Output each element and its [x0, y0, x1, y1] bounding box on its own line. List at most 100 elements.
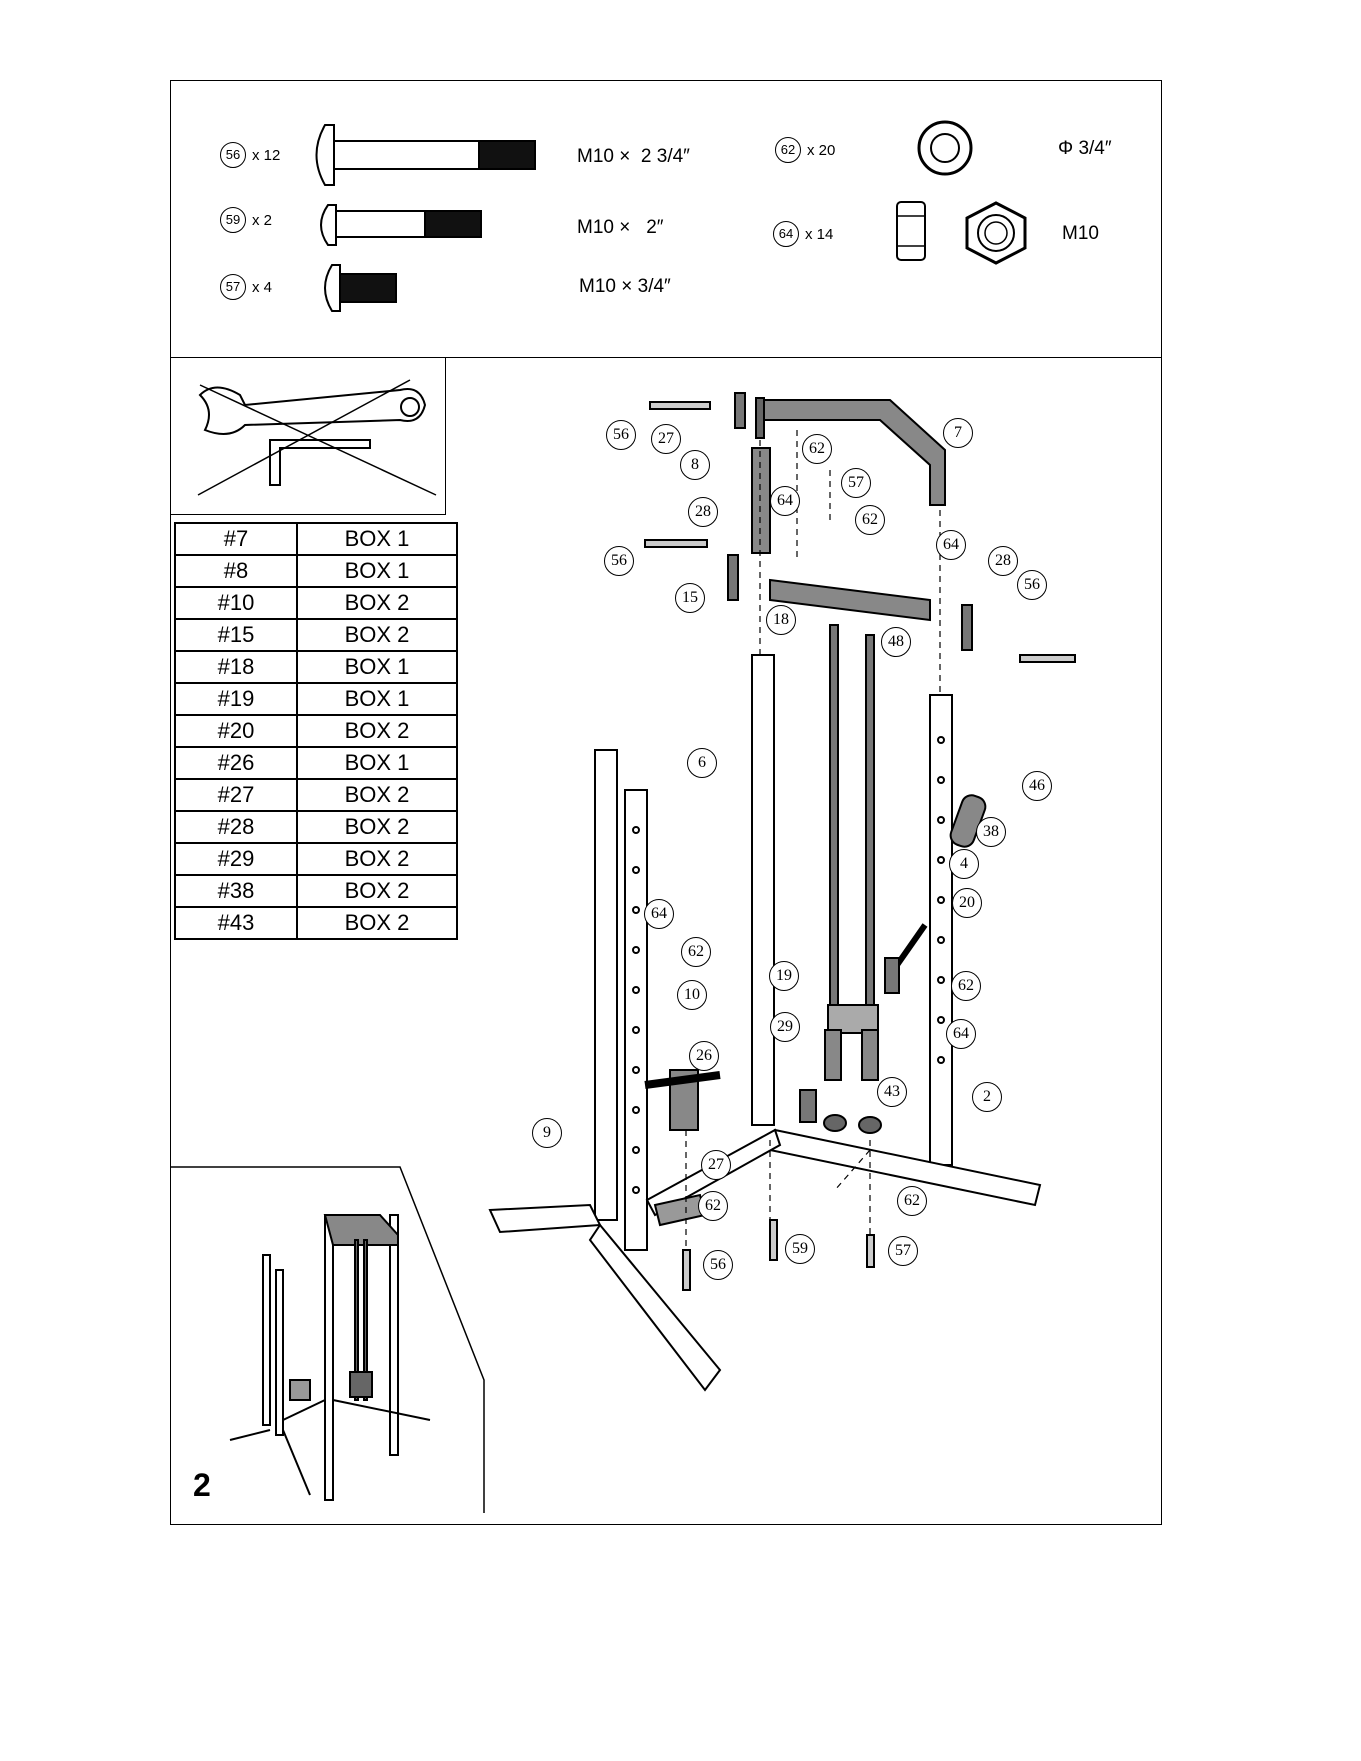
- callout-part-57: 57: [888, 1236, 918, 1266]
- callout-part-7: 7: [943, 418, 973, 448]
- part-cell: #28: [174, 810, 298, 844]
- callout-part-62: 62: [681, 937, 711, 967]
- box-cell: BOX 2: [296, 778, 458, 812]
- part-cell: #10: [174, 586, 298, 620]
- callout-part-28: 28: [988, 546, 1018, 576]
- bolt-57-icon: [324, 264, 397, 312]
- part-cell: #15: [174, 618, 298, 652]
- hardware-qty: 2: [263, 211, 273, 229]
- hardware-divider: [170, 357, 1162, 358]
- part-cell: #26: [174, 746, 298, 780]
- box-cell: BOX 2: [296, 586, 458, 620]
- callout-part-27: 27: [651, 424, 681, 454]
- callout-part-27: 27: [701, 1150, 731, 1180]
- part-cell: #8: [174, 554, 298, 588]
- callout-part-9: 9: [532, 1118, 562, 1148]
- box-cell: BOX 2: [296, 618, 458, 652]
- part-cell: #27: [174, 778, 298, 812]
- spec-64: M10: [1062, 223, 1099, 244]
- callout-part-56: 56: [703, 1250, 733, 1280]
- callout-part-62: 62: [802, 434, 832, 464]
- step-number: 2: [193, 1467, 211, 1503]
- part-cell: #19: [174, 682, 298, 716]
- box-cell: BOX 2: [296, 714, 458, 748]
- callout-part-64: 64: [936, 530, 966, 560]
- callout-part-18: 18: [766, 605, 796, 635]
- part-cell: #43: [174, 906, 298, 940]
- box-cell: BOX 1: [296, 522, 458, 556]
- callout-part-56: 56: [604, 546, 634, 576]
- callout-part-6: 6: [687, 748, 717, 778]
- box-cell: BOX 1: [296, 682, 458, 716]
- wrench-icon: [198, 386, 427, 435]
- part-number: 56: [220, 142, 246, 168]
- hardware-qty: 20: [818, 141, 836, 159]
- part-number: 62: [775, 137, 801, 163]
- box-cell: BOX 1: [296, 746, 458, 780]
- callout-part-46: 46: [1022, 771, 1052, 801]
- callout-part-4: 4: [949, 849, 979, 879]
- callout-part-56: 56: [1017, 570, 1047, 600]
- part-number: 59: [220, 207, 246, 233]
- nut-64-icon: [896, 201, 1027, 265]
- bolt-59-icon: [320, 204, 482, 246]
- callout-part-64: 64: [644, 899, 674, 929]
- part-cell: #38: [174, 874, 298, 908]
- spec-57: M10 × 3/4″: [579, 276, 671, 297]
- callout-part-64: 64: [770, 486, 800, 516]
- washer-62-icon: [917, 120, 973, 176]
- box-cell: BOX 1: [296, 554, 458, 588]
- part-number: 64: [773, 221, 799, 247]
- callout-part-20: 20: [952, 888, 982, 918]
- exploded-view: [488, 392, 1076, 1392]
- callout-part-29: 29: [770, 1012, 800, 1042]
- callout-part-48: 48: [881, 627, 911, 657]
- part-cell: #29: [174, 842, 298, 876]
- allen-key-icon: [269, 439, 371, 486]
- box-cell: BOX 2: [296, 874, 458, 908]
- spec-59: M10 × 2″: [577, 217, 664, 238]
- callout-part-62: 62: [855, 505, 885, 535]
- callout-part-56: 56: [606, 420, 636, 450]
- callout-part-2: 2: [972, 1082, 1002, 1112]
- callout-part-64: 64: [946, 1019, 976, 1049]
- callout-part-62: 62: [698, 1191, 728, 1221]
- callout-part-38: 38: [976, 817, 1006, 847]
- part-number: 57: [220, 274, 246, 300]
- callout-part-43: 43: [877, 1077, 907, 1107]
- callout-part-62: 62: [951, 971, 981, 1001]
- callout-part-15: 15: [675, 583, 705, 613]
- box-cell: BOX 2: [296, 810, 458, 844]
- preview-panel-border: [170, 1166, 485, 1513]
- part-cell: #7: [174, 522, 298, 556]
- part-cell: #18: [174, 650, 298, 684]
- callout-part-62: 62: [897, 1186, 927, 1216]
- callout-part-10: 10: [677, 980, 707, 1010]
- box-cell: BOX 2: [296, 842, 458, 876]
- page-frame: [170, 80, 1162, 1525]
- hardware-qty: 14: [816, 225, 834, 243]
- assembled-preview: [229, 1214, 431, 1501]
- callout-part-19: 19: [769, 961, 799, 991]
- hardware-qty: 4: [263, 278, 273, 296]
- cross-out-line: [199, 384, 437, 496]
- hardware-qty: 12: [263, 146, 281, 164]
- part-cell: #20: [174, 714, 298, 748]
- box-cell: BOX 1: [296, 650, 458, 684]
